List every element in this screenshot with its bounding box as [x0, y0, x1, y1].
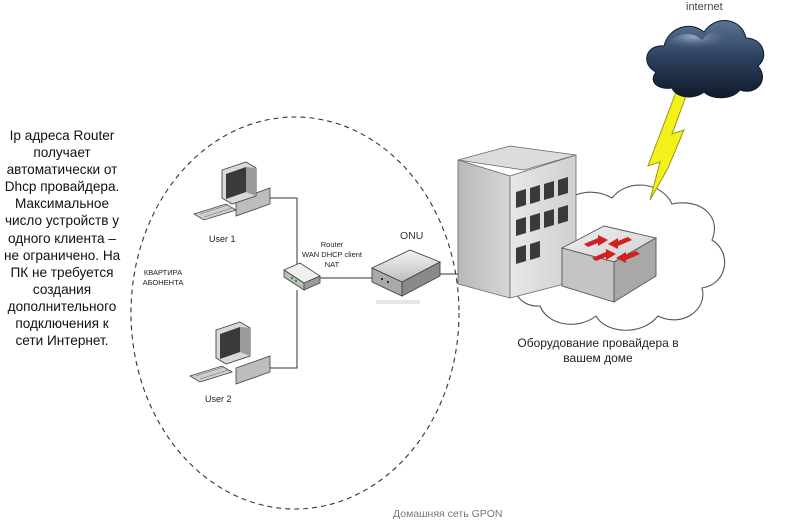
description-line: автоматически от	[6, 162, 118, 178]
onu-label: ONU	[400, 230, 424, 242]
internet-label: internet	[686, 1, 723, 13]
description-line: Ip адреса Router	[9, 128, 115, 143]
switch-arrows-icon	[584, 235, 640, 263]
building-icon	[457, 145, 577, 299]
user1-label: User 1	[209, 234, 236, 244]
description-line: создания	[32, 281, 92, 297]
description-line: не ограничено. На	[4, 247, 121, 263]
link-user2-router	[250, 290, 298, 369]
description-line: получает	[33, 145, 91, 161]
apartment-label-line: КВАРТИРА	[143, 268, 183, 277]
router-label-line: WAN DHCP client	[301, 250, 362, 259]
apartment-boundary	[130, 116, 460, 510]
provider-equipment-label-line: вашем доме	[563, 350, 633, 365]
description-line: ПК не требуется	[10, 264, 114, 280]
lightning-bolt-icon	[647, 91, 687, 201]
provider-equipment-label-line: Оборудование провайдера в	[517, 336, 679, 350]
router-label-line: Router	[320, 240, 344, 249]
desktop-computer-icon	[189, 321, 271, 385]
apartment-label: КВАРТИРА АБОНЕНТА	[135, 268, 191, 288]
router-label-line: NAT	[324, 260, 340, 269]
user2-label: User 2	[205, 394, 232, 404]
provider-equipment-label: Оборудование провайдера в вашем доме	[510, 336, 686, 365]
description-line: Максимальное	[14, 196, 110, 212]
description-line: одного клиента –	[8, 230, 116, 246]
onu-device-icon	[370, 249, 442, 304]
caption: Домашняя сеть GPON	[393, 508, 503, 520]
desktop-computer-icon	[193, 161, 271, 221]
description-line: Dhcp провайдера.	[4, 179, 120, 195]
description-line: сети Интернет.	[15, 333, 109, 349]
description-line: число устройств у	[4, 213, 120, 229]
router-icon	[283, 262, 321, 291]
storm-cloud-icon	[646, 20, 765, 99]
router-label: Router WAN DHCP client NAT	[296, 240, 368, 270]
description-line: дополнительного	[7, 298, 117, 314]
network-switch-icon	[560, 225, 658, 303]
description-text: Ip адреса Router получает автоматически …	[4, 127, 120, 349]
description-line: подключения к	[15, 316, 109, 332]
apartment-label-line: АБОНЕНТА	[142, 278, 184, 287]
